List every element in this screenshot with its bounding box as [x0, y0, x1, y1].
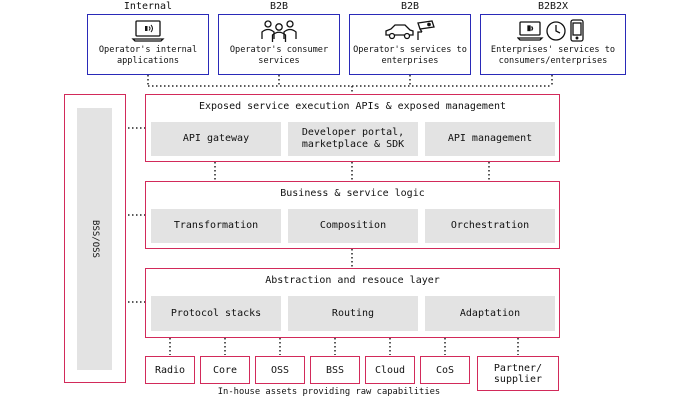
car-camera-icon: [350, 19, 470, 43]
asset-cos: CoS: [420, 356, 470, 384]
footer-caption: In-house assets providing raw capabiliti…: [217, 387, 441, 397]
asset-bss: BSS: [310, 356, 360, 384]
top-box-text: Operator's internal applications: [98, 45, 198, 66]
asset-core: Core: [200, 356, 250, 384]
cell-routing: Routing: [288, 296, 418, 331]
top-box-enterprise: Operator's services to enterprises: [349, 14, 471, 75]
cell-developer-portal: Developer portal, marketplace & SDK: [288, 122, 418, 156]
bss-oss-inner: BSS/OSS: [77, 108, 112, 370]
cell-protocol-stacks: Protocol stacks: [151, 296, 281, 331]
category-label-b2b-2: B2B: [400, 1, 420, 12]
cell-api-management: API management: [425, 122, 555, 156]
category-label-b2b-1: B2B: [269, 1, 289, 12]
asset-radio: Radio: [145, 356, 195, 384]
asset-oss: OSS: [255, 356, 305, 384]
layer-title: Business & service logic: [280, 188, 425, 199]
people-group-icon: [219, 19, 339, 43]
category-label-b2b2x: B2B2X: [537, 1, 569, 12]
category-label-internal: Internal: [123, 1, 173, 12]
layer-exposed-apis: Exposed service execution APIs & exposed…: [145, 94, 560, 162]
cell-composition: Composition: [288, 209, 418, 243]
layer-abstraction: Abstraction and resouce layer Protocol s…: [145, 268, 560, 338]
layer-business-logic: Business & service logic Transformation …: [145, 181, 560, 249]
devices-icon: [481, 19, 625, 43]
cell-orchestration: Orchestration: [425, 209, 555, 243]
top-box-text: Operator's services to enterprises: [353, 45, 467, 66]
top-box-internal: Operator's internal applications: [87, 14, 209, 75]
laptop-wireless-icon: [88, 19, 208, 43]
top-box-b2b2x: Enterprises' services to consumers/enter…: [480, 14, 626, 75]
cell-adaptation: Adaptation: [425, 296, 555, 331]
asset-cloud: Cloud: [365, 356, 415, 384]
asset-partner-supplier: Partner/ supplier: [477, 356, 559, 391]
layer-title: Abstraction and resouce layer: [265, 275, 440, 286]
top-box-consumer: Operator's consumer services: [218, 14, 340, 75]
cell-api-gateway: API gateway: [151, 122, 281, 156]
cell-transformation: Transformation: [151, 209, 281, 243]
bss-oss-label: BSS/OSS: [89, 220, 100, 258]
bss-oss-panel: BSS/OSS: [64, 94, 126, 383]
top-box-text: Operator's consumer services: [229, 45, 329, 66]
top-box-text: Enterprises' services to consumers/enter…: [490, 45, 616, 66]
layer-title: Exposed service execution APIs & exposed…: [198, 101, 507, 112]
